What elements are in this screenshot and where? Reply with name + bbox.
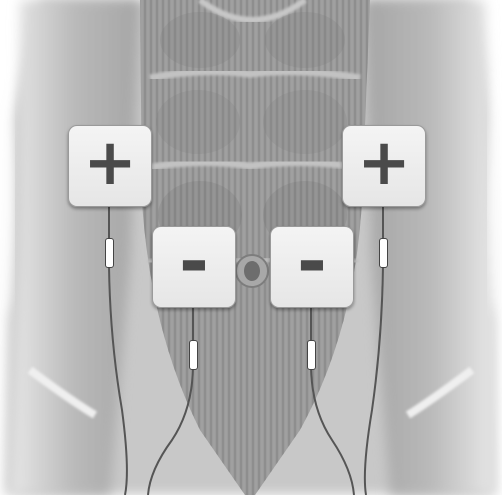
minus-icon: - — [297, 225, 327, 297]
bottom-left-connector-plug — [189, 340, 198, 370]
minus-icon: - — [179, 225, 209, 297]
bottom-right-connector-plug — [307, 340, 316, 370]
electrode-pad-top-right: + — [342, 125, 426, 207]
electrode-pad-top-left: + — [68, 125, 152, 207]
plus-icon: + — [357, 131, 411, 195]
electrode-pad-bottom-left: - — [152, 226, 236, 308]
electrode-pad-bottom-right: - — [270, 226, 354, 308]
top-left-connector-plug — [105, 238, 114, 268]
plus-icon: + — [83, 131, 137, 195]
top-right-connector-plug — [379, 238, 388, 268]
